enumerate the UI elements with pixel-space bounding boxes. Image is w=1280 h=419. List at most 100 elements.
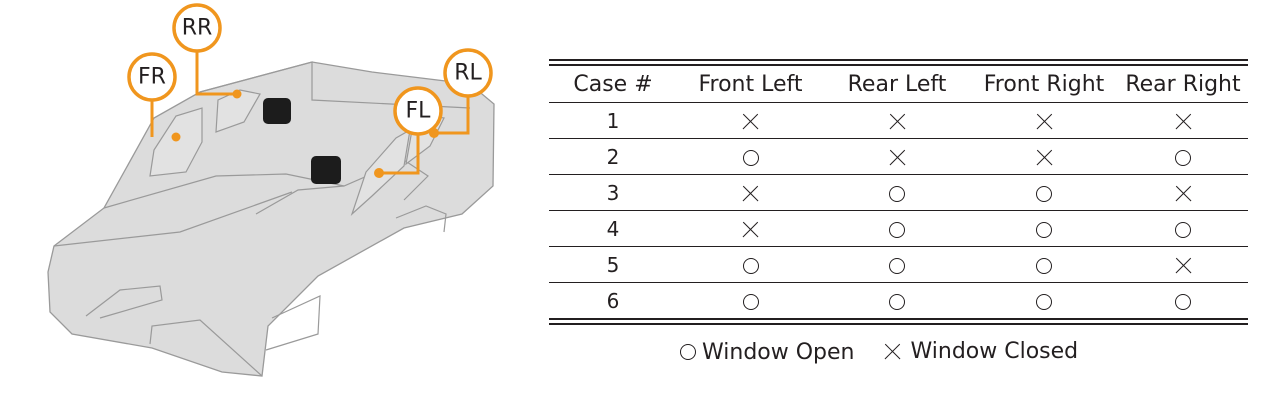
cross-icon: [742, 222, 759, 239]
legend-open-label: Window Open: [702, 339, 855, 365]
cross-icon: [742, 186, 759, 203]
open-circle-icon: [889, 294, 905, 310]
cell-front-right: [970, 138, 1118, 175]
leader-rr: [195, 50, 236, 96]
window-rear-right: [215, 89, 261, 133]
callout-fr: FR: [127, 52, 177, 102]
open-circle-icon: [889, 222, 905, 238]
cell-rear-right: [1118, 210, 1248, 247]
cell-rear-right: [1118, 138, 1248, 175]
open-circle-icon: [1036, 258, 1052, 274]
header-case: Case #: [549, 66, 677, 103]
cell-rear-left: [824, 102, 970, 139]
case-number-cell: 3: [549, 174, 677, 211]
cell-rear-left: [824, 174, 970, 211]
callout-label-rl: RL: [454, 61, 482, 86]
cell-front-left: [677, 174, 824, 211]
legend-open: Window Open: [680, 340, 855, 365]
cell-rear-right: [1118, 246, 1248, 283]
open-circle-icon: [1175, 222, 1191, 238]
leader-dot: [232, 89, 242, 99]
cell-front-right: [970, 210, 1118, 247]
open-circle-icon: [742, 258, 759, 274]
cell-front-left: [677, 283, 824, 319]
leader-dot: [171, 132, 181, 142]
table-row: 5: [549, 246, 1248, 283]
open-circle-icon: [1036, 294, 1052, 310]
car-body-line: [395, 205, 447, 233]
cross-icon: [889, 114, 906, 131]
cell-rear-left: [824, 138, 970, 175]
cell-rear-left: [824, 210, 970, 247]
car-roof-line: [199, 61, 471, 109]
open-circle-icon: [1175, 294, 1191, 310]
cross-icon: [1175, 258, 1192, 275]
open-circle-icon: [1175, 150, 1191, 166]
legend-closed: Window Closed: [884, 339, 1079, 364]
open-circle-icon: [1036, 186, 1052, 202]
cross-icon: [742, 114, 759, 131]
car-diagram: FR RR FL RL: [47, 3, 495, 377]
header-front-left: Front Left: [677, 66, 824, 103]
leader-rl: [434, 96, 470, 135]
car-body-line: [85, 285, 163, 319]
cell-rear-right: [1118, 102, 1248, 139]
legend-closed-label: Window Closed: [910, 339, 1079, 364]
case-number-cell: 4: [549, 210, 677, 247]
cell-front-right: [970, 283, 1118, 319]
car-body-line: [149, 319, 263, 377]
callout-label-fl: FL: [406, 99, 432, 124]
header-front-right: Front Right: [970, 66, 1118, 103]
car-body-line: [265, 295, 321, 351]
callout-rr: RR: [172, 3, 222, 53]
callout-label-fr: FR: [138, 65, 166, 90]
open-circle-icon: [742, 150, 759, 166]
case-number-cell: 2: [549, 138, 677, 175]
case-number-cell: 6: [606, 288, 620, 313]
cell-front-right: [970, 246, 1118, 283]
cell-front-left: [677, 210, 824, 247]
cross-icon: [1175, 186, 1192, 203]
window-front-right: [149, 107, 203, 177]
cell-front-left: [677, 138, 824, 175]
cross-icon: [1036, 114, 1053, 131]
car-body-line: [53, 191, 293, 247]
table-row: 3: [549, 174, 1248, 211]
leader-fl: [380, 134, 420, 175]
speaker-front: [311, 156, 341, 184]
callout-rl: RL: [443, 48, 493, 98]
case-number-cell: 1: [549, 102, 677, 139]
open-circle-icon: [680, 344, 696, 360]
cell-front-right: [970, 174, 1118, 211]
table-bottom-rule: [549, 318, 1248, 325]
window-cases-table-wrapper: Case # Front Left Rear Left Front Right …: [549, 59, 1248, 325]
cross-icon: [884, 343, 901, 360]
cell-rear-left: [824, 246, 970, 283]
table-top-rule: [549, 59, 1248, 66]
window-cases-table: Case # Front Left Rear Left Front Right …: [549, 66, 1248, 318]
cell-front-right: [970, 102, 1118, 139]
cell-rear-right: [1118, 174, 1248, 211]
speaker-rear: [263, 98, 291, 124]
cross-icon: [1036, 150, 1053, 167]
cell-rear-left: [824, 283, 970, 319]
cross-icon: [889, 150, 906, 167]
leader-dot: [374, 168, 384, 178]
cross-icon: [1175, 114, 1192, 131]
cell-rear-right: [1118, 283, 1248, 319]
open-circle-icon: [889, 258, 905, 274]
legend: Window Open Window Closed: [680, 339, 1100, 366]
table-row: 1: [549, 102, 1248, 139]
callout-label-rr: RR: [182, 16, 213, 41]
callout-fl: FL: [393, 86, 443, 136]
header-rear-left: Rear Left: [824, 66, 970, 103]
open-circle-icon: [889, 186, 905, 202]
cell-front-left: [677, 246, 824, 283]
cell-front-left: [677, 102, 824, 139]
open-circle-icon: [1036, 222, 1052, 238]
header-rear-right: Rear Right: [1118, 66, 1248, 103]
table-row: 2: [549, 138, 1248, 175]
table-header-row: Case # Front Left Rear Left Front Right …: [549, 66, 1248, 103]
table-row: 4: [549, 210, 1248, 247]
